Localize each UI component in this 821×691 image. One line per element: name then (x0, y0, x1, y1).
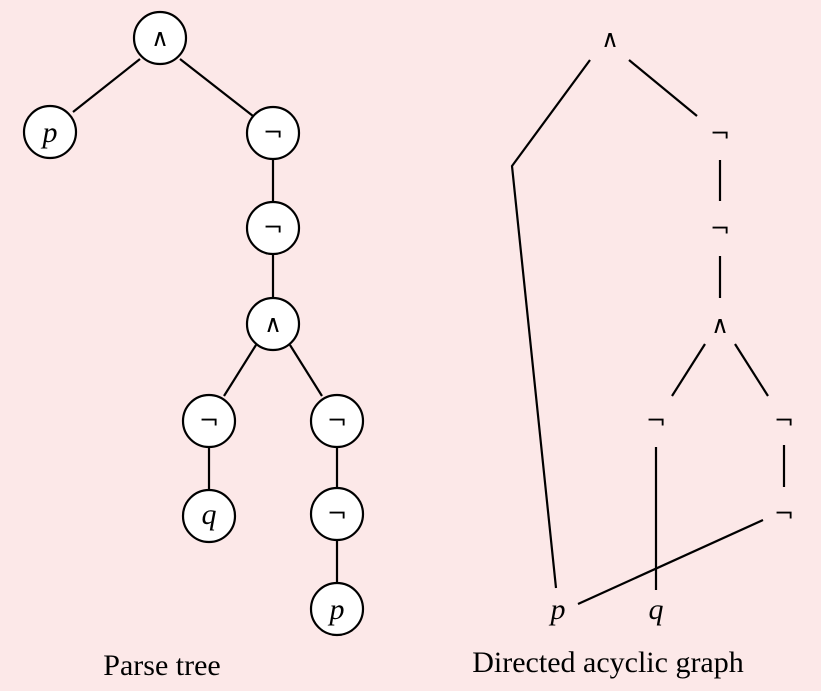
parse-node-not-left-label: ¬ (199, 407, 219, 435)
edge-and-notright (289, 344, 323, 397)
parse-node-not-2-label: ¬ (263, 214, 283, 242)
dag-edge-and-notleft (671, 343, 706, 397)
parse-node-not-1-label: ¬ (263, 119, 283, 147)
dag-edge-and-notright (734, 343, 769, 397)
parse-node-not-1: ¬ (245, 105, 301, 161)
parse-node-p-left-label: p (41, 116, 58, 149)
parse-node-inner-and: ∧ (245, 296, 301, 352)
dag-node-root-and: ∧ (601, 25, 619, 53)
dag-node-not-1: ¬ (710, 120, 730, 148)
parse-node-p-right: p (309, 581, 365, 637)
dag-node-q: q (649, 593, 664, 626)
dag-edge-notright2-p (577, 518, 764, 606)
parse-node-inner-and-label: ∧ (264, 310, 282, 338)
dag-node-not-2: ¬ (710, 215, 730, 243)
parse-node-p-right-label: p (328, 593, 345, 626)
dag-node-not-right-2: ¬ (774, 500, 794, 528)
parse-node-not-right-1-label: ¬ (327, 407, 347, 435)
parse-node-root-and: ∧ (132, 10, 188, 66)
parse-node-p-left: p (22, 104, 78, 160)
parse-tree: ∧ p ¬ ¬ ∧ ¬ q ¬ (22, 10, 365, 682)
parse-node-root-and-label: ∧ (151, 24, 169, 52)
parse-node-q-label: q (202, 498, 217, 531)
parse-tree-edges (72, 58, 339, 583)
dag-edges (510, 59, 786, 606)
dag-node-inner-and: ∧ (711, 311, 729, 339)
dag-edge-root-not1 (628, 59, 698, 117)
edge-and-notleft (223, 344, 257, 397)
parse-node-not-2: ¬ (245, 200, 301, 256)
dag: ∧ ¬ ¬ ∧ ¬ ¬ ¬ p q Directed acyclic graph (472, 25, 794, 679)
edge-root-p (72, 58, 141, 113)
parse-node-not-right-2: ¬ (309, 486, 365, 542)
dag-node-p: p (549, 593, 566, 626)
dag-edge-root-p (510, 59, 591, 589)
parse-node-q: q (181, 488, 237, 544)
parse-node-not-right-2-label: ¬ (327, 500, 347, 528)
parse-tree-caption: Parse tree (103, 649, 220, 682)
dag-caption: Directed acyclic graph (472, 646, 744, 679)
dag-node-not-right-1: ¬ (774, 407, 794, 435)
parse-node-not-right-1: ¬ (309, 393, 365, 449)
dag-node-not-left: ¬ (646, 407, 666, 435)
parse-node-not-left: ¬ (181, 393, 237, 449)
edge-root-not1 (179, 58, 254, 117)
